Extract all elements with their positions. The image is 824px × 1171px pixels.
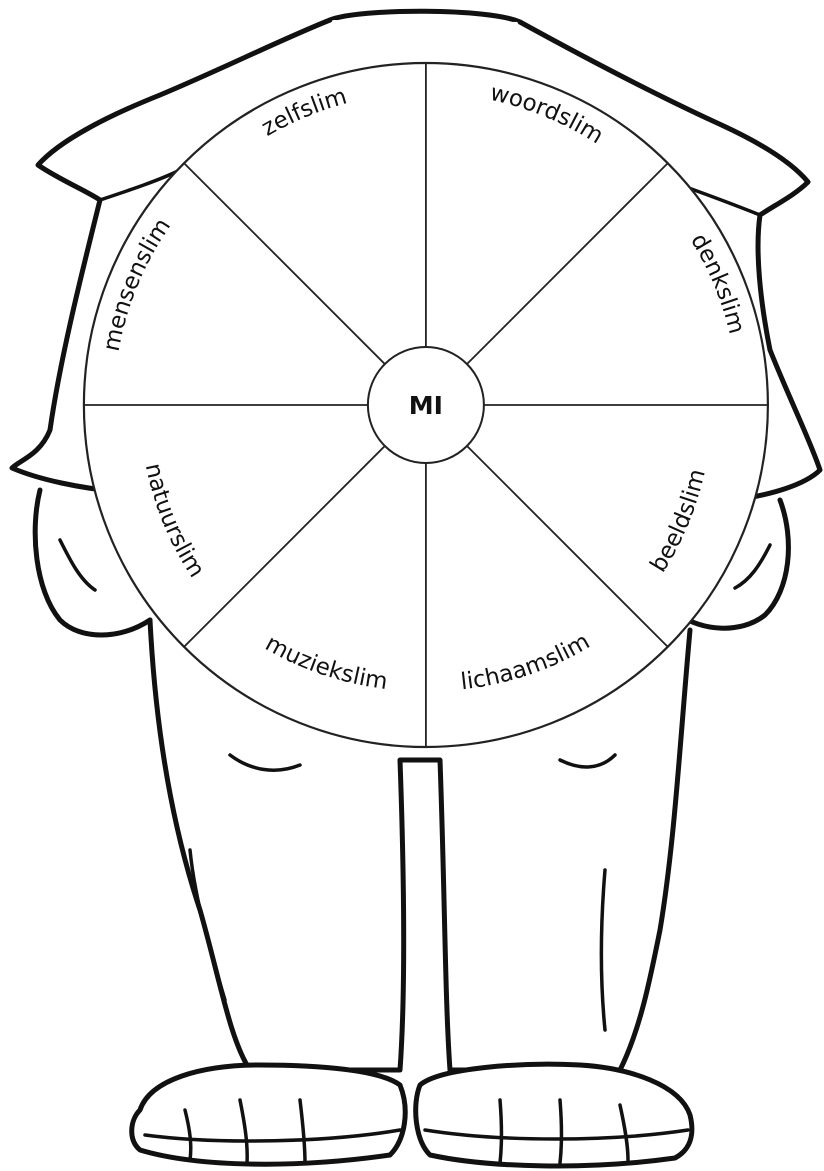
right-sandal — [416, 1064, 692, 1166]
right-sandal-strap-1 — [500, 1100, 502, 1163]
right-sandal-strap-2 — [560, 1100, 562, 1163]
left-sandal — [132, 1065, 405, 1164]
hub-label: MI — [409, 391, 443, 420]
mi-wheel: MI woordslim denkslim beeldslim lichaams… — [84, 63, 768, 747]
